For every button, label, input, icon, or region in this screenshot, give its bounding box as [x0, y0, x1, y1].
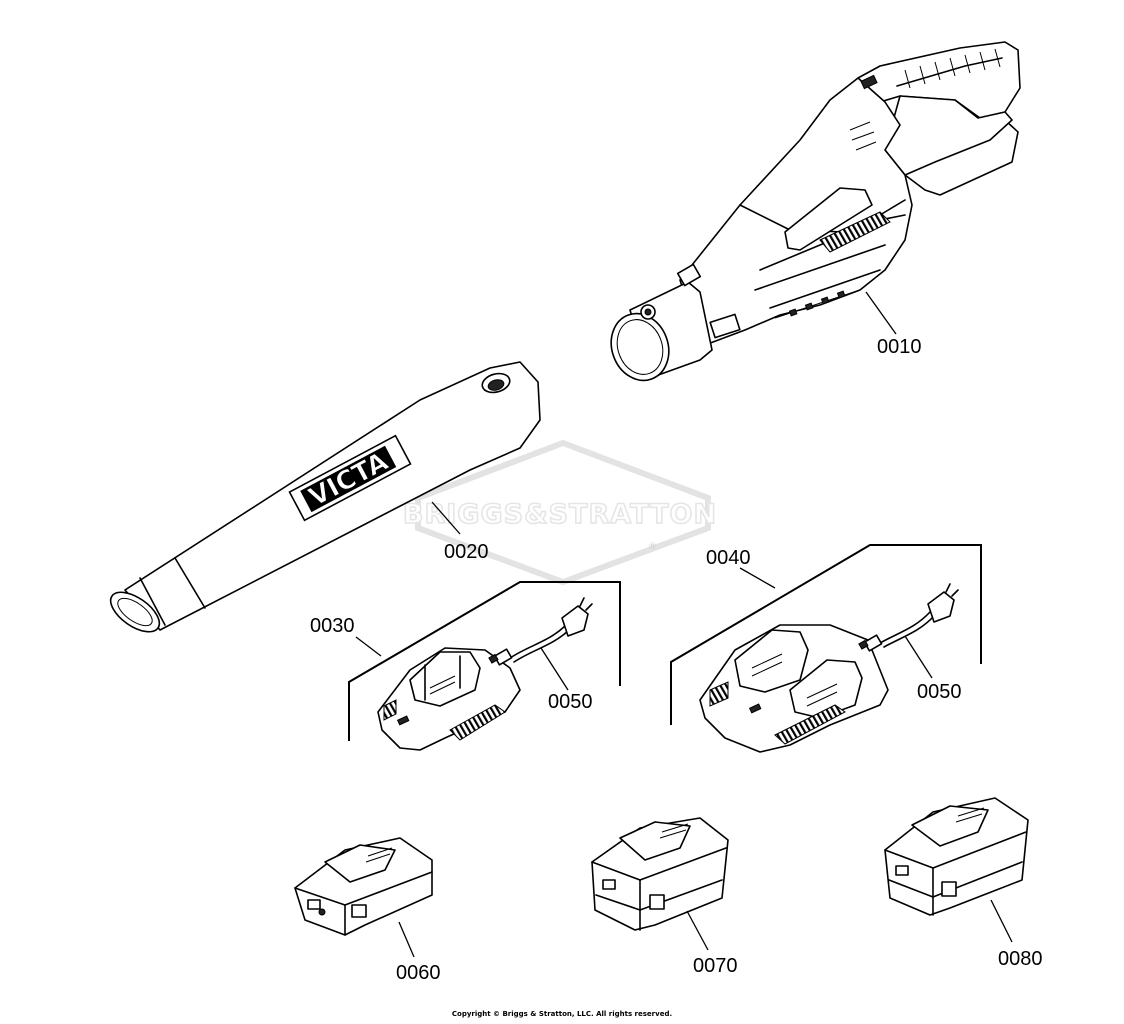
charger-kit-brackets	[348, 544, 982, 741]
label-0080[interactable]: 0080	[998, 948, 1043, 970]
part-0050-cord-dual[interactable]	[858, 583, 959, 652]
copyright-notice: Copyright © Briggs & Stratton, LLC. All …	[451, 1010, 673, 1018]
label-0060[interactable]: 0060	[396, 962, 441, 984]
part-0070-battery-medium[interactable]	[591, 817, 729, 931]
label-0050-single[interactable]: 0050	[548, 691, 593, 713]
part-0040-dual-charger[interactable]	[699, 624, 889, 753]
part-0060-battery-small[interactable]	[294, 837, 433, 936]
watermark: BRIGGS&STRATTON ®	[402, 439, 717, 586]
label-0010[interactable]: 0010	[877, 336, 922, 358]
label-0040[interactable]: 0040	[706, 547, 751, 569]
part-0020-blower-tube[interactable]: VICTA	[104, 361, 541, 640]
part-0030-single-charger[interactable]	[377, 647, 521, 751]
label-0020[interactable]: 0020	[444, 541, 489, 563]
part-0050-cord-single[interactable]	[488, 597, 593, 666]
watermark-text: BRIGGS&STRATTON	[403, 499, 717, 530]
part-number-labels: 0010 0020 0030 0040 0050 0050 0060 0070 …	[310, 336, 1043, 984]
leader-lines	[355, 291, 1013, 958]
label-0050-dual[interactable]: 0050	[917, 681, 962, 703]
label-0070[interactable]: 0070	[693, 955, 738, 977]
watermark-registered-mark: ®	[648, 542, 657, 552]
label-0030[interactable]: 0030	[310, 615, 355, 637]
part-0080-battery-large[interactable]	[884, 797, 1029, 916]
part-0010-blower-body[interactable]	[602, 41, 1021, 389]
